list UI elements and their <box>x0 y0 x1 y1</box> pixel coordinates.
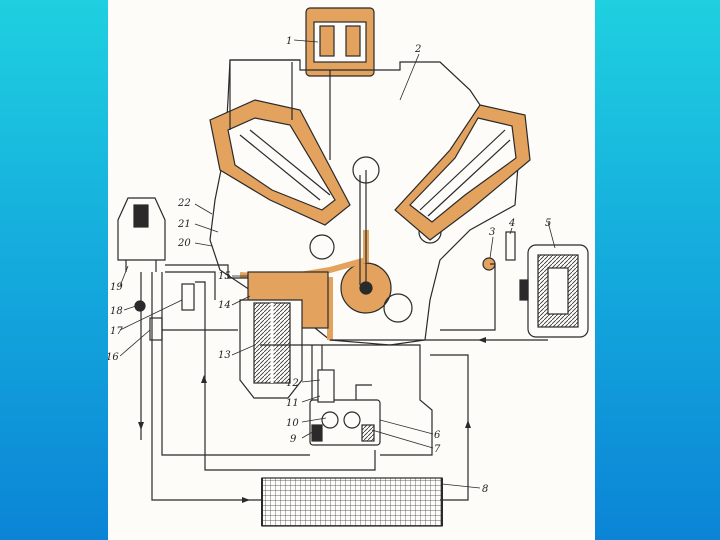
label-19: 19 <box>110 282 123 293</box>
bottom-oil-pump <box>309 369 381 446</box>
label-14: 14 <box>218 300 231 311</box>
label-4: 4 <box>508 218 515 229</box>
flow-arrow-up-right <box>465 420 471 428</box>
label-13: 13 <box>218 350 231 361</box>
oil-pan <box>260 344 433 456</box>
label-9: 9 <box>290 434 297 445</box>
label-22: 22 <box>177 198 191 209</box>
oil-temperature-sensor <box>505 231 516 261</box>
label-15: 15 <box>218 271 231 282</box>
label-16: 16 <box>108 352 119 363</box>
safety-valve <box>181 283 195 311</box>
engine-block-outline <box>209 59 521 346</box>
oil-cooler <box>261 477 443 527</box>
full-flow-oil-filter <box>519 244 589 338</box>
label-1: 1 <box>286 36 292 47</box>
label-10: 10 <box>286 418 299 429</box>
flow-arrow-up <box>201 375 207 383</box>
label-2: 2 <box>414 44 421 55</box>
label-6: 6 <box>434 430 441 441</box>
label-20: 20 <box>177 238 191 249</box>
flow-arrow-right <box>242 497 250 503</box>
right-cylinder-bank <box>394 104 531 241</box>
left-cylinder-bank <box>209 99 351 226</box>
label-8: 8 <box>482 484 488 495</box>
label-11: 11 <box>286 398 299 409</box>
label-7: 7 <box>434 444 441 455</box>
oil-breather-cap <box>117 197 166 272</box>
top-oil-pump <box>305 7 375 77</box>
centrifugal-oil-filter <box>239 271 329 399</box>
label-5: 5 <box>545 218 551 229</box>
label-3: 3 <box>489 227 495 238</box>
drain-plug <box>134 300 146 312</box>
flow-arrow-down <box>138 422 144 430</box>
label-18: 18 <box>110 306 123 317</box>
flow-arrow-left <box>478 337 486 343</box>
label-21: 21 <box>177 219 191 230</box>
label-12: 12 <box>286 378 299 389</box>
label-17: 17 <box>110 326 123 337</box>
lubrication-diagram-panel: 1 2 3 4 5 6 7 8 9 10 11 12 13 14 15 16 1… <box>108 0 595 540</box>
engine-lubrication-schematic: 1 2 3 4 5 6 7 8 9 10 11 12 13 14 15 16 1… <box>108 7 589 527</box>
